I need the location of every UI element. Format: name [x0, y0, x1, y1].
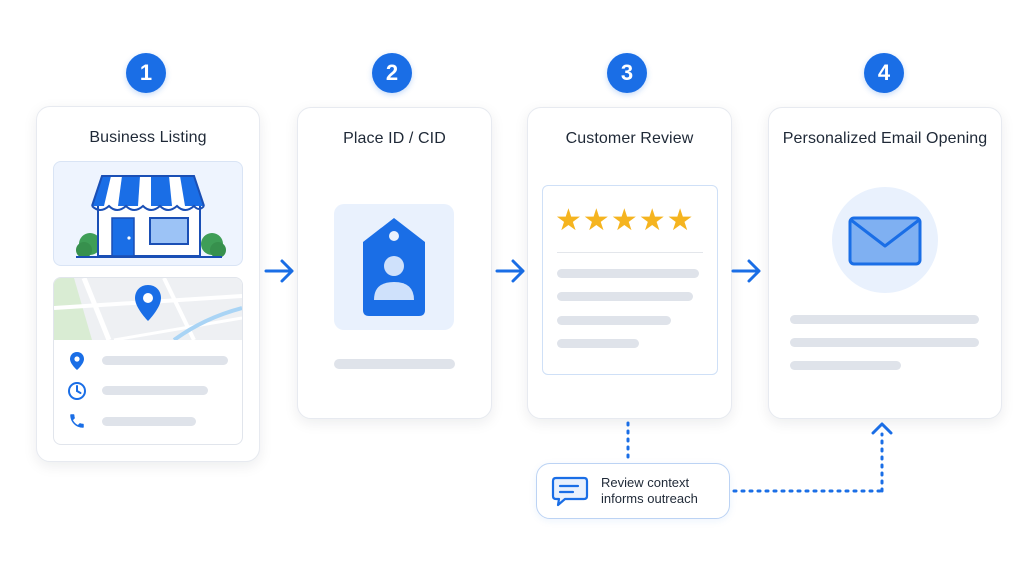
email-opening-card: Personalized Email Opening: [768, 107, 1002, 419]
review-line: [557, 269, 699, 278]
star-icon: ★: [582, 204, 611, 237]
step-4-badge: 4: [864, 53, 904, 93]
id-tag-panel: [334, 204, 454, 330]
email-line: [790, 361, 901, 370]
clock-icon: [68, 382, 86, 400]
star-icon: ★: [638, 204, 667, 237]
review-divider: [557, 252, 703, 253]
review-context-callout: Review context informs outreach: [536, 463, 730, 519]
email-opening-title: Personalized Email Opening: [782, 130, 988, 147]
email-line: [790, 315, 979, 324]
location-pin-icon: [70, 352, 84, 370]
callout-line-2: informs outreach: [601, 491, 698, 506]
envelope-icon: [848, 216, 922, 266]
review-line: [557, 316, 671, 325]
star-icon: ★: [610, 204, 639, 237]
customer-review-card: Customer Review ★★★★★: [527, 107, 732, 419]
review-box: ★★★★★: [542, 185, 718, 375]
map-pin-icon: [135, 285, 161, 321]
business-listing-card: Business Listing: [36, 106, 260, 462]
email-icon-circle: [832, 187, 938, 293]
storefront-panel: [53, 161, 243, 266]
step-2-badge: 2: [372, 53, 412, 93]
phone-placeholder: [102, 417, 196, 426]
review-line: [557, 339, 639, 348]
phone-icon: [70, 414, 84, 428]
arrow-right-icon: [264, 259, 294, 283]
business-listing-title: Business Listing: [89, 129, 207, 146]
place-id-title: Place ID / CID: [343, 130, 446, 147]
email-line: [790, 338, 979, 347]
step-3-badge: 3: [607, 53, 647, 93]
star-icon: ★: [555, 204, 583, 237]
review-line: [557, 292, 693, 301]
hours-placeholder: [102, 386, 208, 395]
chat-bubble-icon: [551, 476, 589, 507]
arrow-right-icon: [731, 259, 761, 283]
arrow-right-icon: [495, 259, 525, 283]
id-tag-icon: [363, 218, 425, 316]
listing-details-panel: [53, 277, 243, 445]
rating-stars: ★★★★★: [555, 206, 695, 236]
place-id-placeholder: [334, 359, 455, 369]
customer-review-title: Customer Review: [565, 130, 694, 147]
storefront-icon: [76, 175, 226, 258]
address-placeholder: [102, 356, 228, 365]
callout-line-1: Review context: [601, 475, 690, 490]
step-1-badge: 1: [126, 53, 166, 93]
star-icon: ★: [666, 204, 695, 237]
place-id-card: Place ID / CID: [297, 107, 492, 419]
